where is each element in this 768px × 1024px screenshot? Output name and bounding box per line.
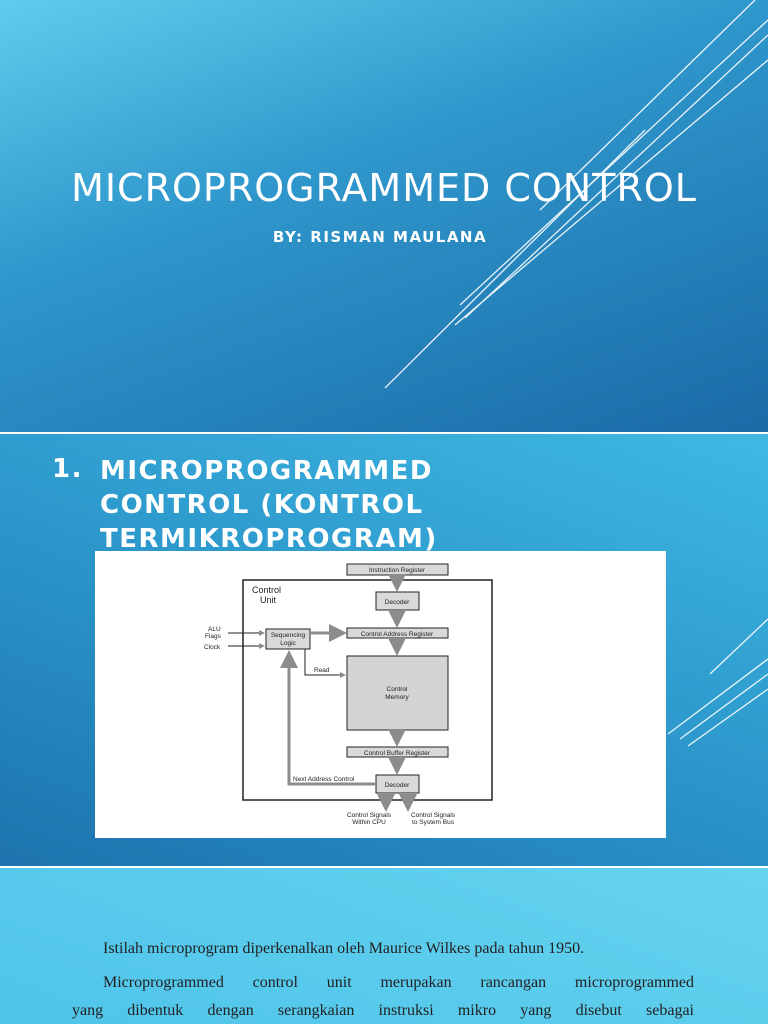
- slide-title: MICROPROGRAMMED CONTROL: [71, 166, 697, 210]
- paragraph-2-line-2: yang dibentuk dengan serangkaian instruk…: [72, 1002, 694, 1019]
- control-address-register-label: Control Address Register: [361, 631, 434, 638]
- diagram-slide: 1. MICROPROGRAMMED CONTROL (KONTROL TERM…: [0, 434, 768, 866]
- control-memory-box: [346, 655, 449, 731]
- deco-line-8: [679, 673, 768, 740]
- heading-number: 1.: [52, 454, 83, 484]
- decoder-bottom-label: Decoder: [385, 782, 410, 789]
- clock-label: Clock: [204, 644, 221, 651]
- sequencing-logic-label-1: Sequencing: [271, 632, 306, 639]
- text-slide: Istilah microprogram diperkenalkan oleh …: [0, 868, 768, 1024]
- deco-line-4: [454, 59, 768, 326]
- control-buffer-register-label: Control Buffer Register: [364, 750, 431, 757]
- control-unit-box: [242, 579, 493, 801]
- control-unit-label-2: Unit: [260, 595, 277, 605]
- sequencing-logic-box: [265, 628, 311, 650]
- control-memory-label-1: Control: [387, 686, 409, 693]
- decorative-lines-right: [667, 618, 768, 747]
- instruction-register-label: Instruction Register: [369, 567, 426, 574]
- heading-line-2: CONTROL (KONTROL: [100, 490, 424, 520]
- sequencing-logic-label-2: Logic: [280, 640, 296, 647]
- paragraph-1: Istilah microprogram diperkenalkan oleh …: [103, 940, 585, 957]
- decoder-top-label: Decoder: [385, 599, 410, 606]
- heading-line-3: TERMIKROPROGRAM): [100, 524, 438, 554]
- flags-label: Flags: [205, 633, 222, 640]
- deco-line-3: [539, 0, 756, 211]
- deco-line-9: [687, 688, 768, 747]
- decorative-lines: [384, 0, 768, 389]
- heading-line-1: MICROPROGRAMMED: [100, 456, 434, 486]
- deco-line-2: [464, 34, 768, 319]
- control-unit-label-1: Control: [252, 585, 281, 595]
- signals-bus-label-2: to System Bus: [412, 819, 455, 826]
- deco-line-5: [384, 129, 646, 389]
- signals-cpu-label-1: Control Signals: [347, 812, 392, 819]
- next-address-control-label: Next Address Control: [293, 776, 355, 783]
- title-slide: MICROPROGRAMMED CONTROL BY: RISMAN MAULA…: [0, 0, 768, 432]
- deco-line-7: [667, 658, 768, 735]
- control-unit-diagram: Control Unit Instruction Register Decode…: [95, 551, 666, 838]
- slide-heading: MICROPROGRAMMED CONTROL (KONTROL TERMIKR…: [100, 454, 520, 556]
- deco-line-6: [709, 618, 768, 675]
- read-label: Read: [314, 667, 330, 674]
- alu-label: ALU: [208, 626, 221, 633]
- deco-line-1: [459, 19, 768, 306]
- paragraph-2-line-1: Microprogrammed control unit merupakan r…: [103, 974, 694, 991]
- slide-subtitle: BY: RISMAN MAULANA: [272, 228, 488, 246]
- signals-cpu-label-2: Within CPU: [352, 819, 386, 826]
- signals-bus-label-1: Control Signals: [411, 812, 456, 819]
- control-memory-label-2: Memory: [385, 694, 409, 701]
